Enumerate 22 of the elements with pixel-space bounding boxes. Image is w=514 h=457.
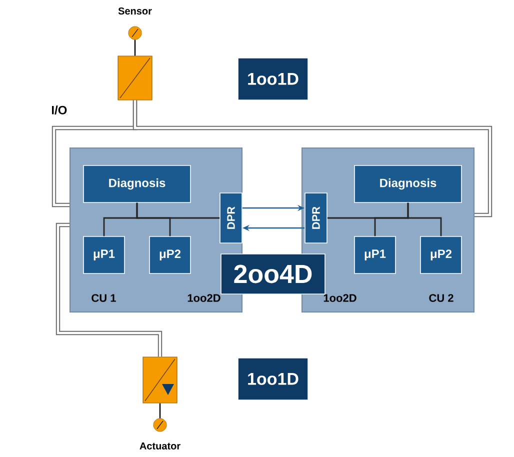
module-box: μP2 bbox=[149, 236, 191, 274]
node-label: Sensor bbox=[118, 7, 152, 15]
module-box: Diagnosis bbox=[354, 165, 462, 203]
dpr-box: DPR bbox=[304, 192, 328, 244]
converter-box bbox=[118, 56, 152, 100]
mode-badge: 1oo1D bbox=[238, 358, 308, 400]
mode-badge: 2oo4D bbox=[220, 254, 326, 294]
connector-line bbox=[159, 403, 161, 418]
connector-line bbox=[134, 40, 136, 56]
converter-box bbox=[142, 356, 178, 404]
connector-line bbox=[327, 202, 409, 219]
bus-label: I/O bbox=[52, 106, 67, 114]
module-box: Diagnosis bbox=[83, 165, 191, 203]
dpr-box: DPR bbox=[220, 192, 242, 244]
bus-line bbox=[132, 100, 492, 218]
module-box: μP1 bbox=[354, 236, 396, 274]
module-box: μP1 bbox=[83, 236, 125, 274]
mode-badge: 1oo1D bbox=[238, 58, 308, 100]
node-label: Actuator bbox=[140, 442, 180, 450]
module-box: μP2 bbox=[420, 236, 462, 274]
connector-line bbox=[136, 202, 220, 219]
bus-line bbox=[56, 222, 162, 357]
